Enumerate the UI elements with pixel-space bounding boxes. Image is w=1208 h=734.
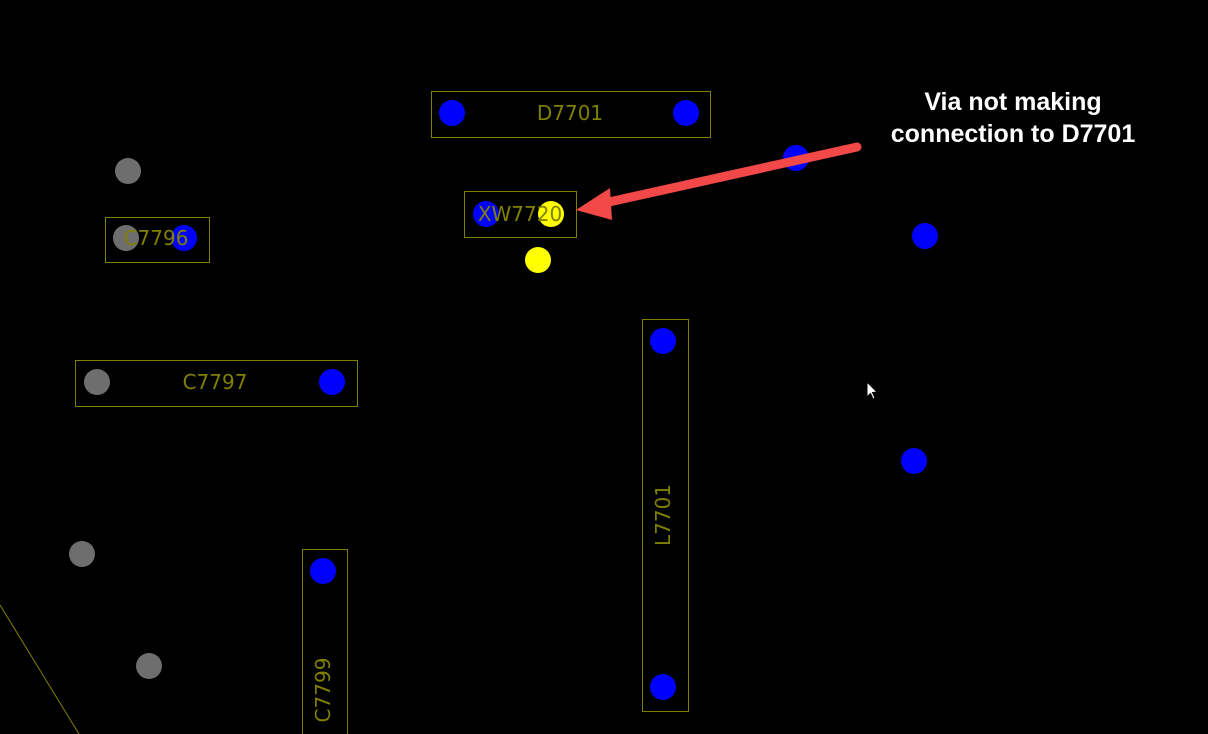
pad[interactable]	[113, 225, 139, 251]
refdes-label: D7701	[537, 101, 603, 125]
component-outline	[75, 360, 358, 407]
pad[interactable]	[650, 674, 676, 700]
component-outline	[105, 217, 210, 263]
pad[interactable]	[310, 558, 336, 584]
via[interactable]	[136, 653, 162, 679]
component-d7701[interactable]: D7701	[431, 91, 711, 138]
pad[interactable]	[171, 225, 197, 251]
component-c7799[interactable]: C7799	[302, 549, 348, 734]
via[interactable]	[69, 541, 95, 567]
via-highlighted[interactable]	[525, 247, 551, 273]
pad[interactable]	[319, 369, 345, 395]
pad-highlighted[interactable]	[538, 201, 564, 227]
component-c7797[interactable]: C7797	[75, 360, 358, 407]
via[interactable]	[115, 158, 141, 184]
via[interactable]	[901, 448, 927, 474]
annotation-arrow	[576, 142, 862, 220]
refdes-label: C7797	[183, 370, 248, 394]
refdes-label: C7799	[311, 658, 335, 723]
refdes-label: XW7720	[478, 202, 562, 226]
pad[interactable]	[673, 100, 699, 126]
pad[interactable]	[439, 100, 465, 126]
component-outline	[431, 91, 711, 138]
refdes-label: C7796	[124, 226, 189, 250]
pad[interactable]	[650, 328, 676, 354]
component-l7701[interactable]: L7701	[642, 319, 689, 712]
pad[interactable]	[84, 369, 110, 395]
mouse-cursor-icon	[866, 380, 879, 400]
component-outline	[464, 191, 577, 238]
annotation-line-2: connection to D7701	[891, 120, 1136, 148]
component-outline	[642, 319, 689, 712]
component-xw7720[interactable]: XW7720	[464, 191, 577, 238]
pad[interactable]	[473, 201, 499, 227]
refdes-label: L7701	[651, 484, 675, 546]
annotation-line-1: Via not making	[924, 88, 1101, 116]
component-outline	[302, 549, 348, 734]
via[interactable]	[912, 223, 938, 249]
board-outline	[0, 604, 80, 734]
component-c7796[interactable]: C7796	[105, 217, 210, 263]
